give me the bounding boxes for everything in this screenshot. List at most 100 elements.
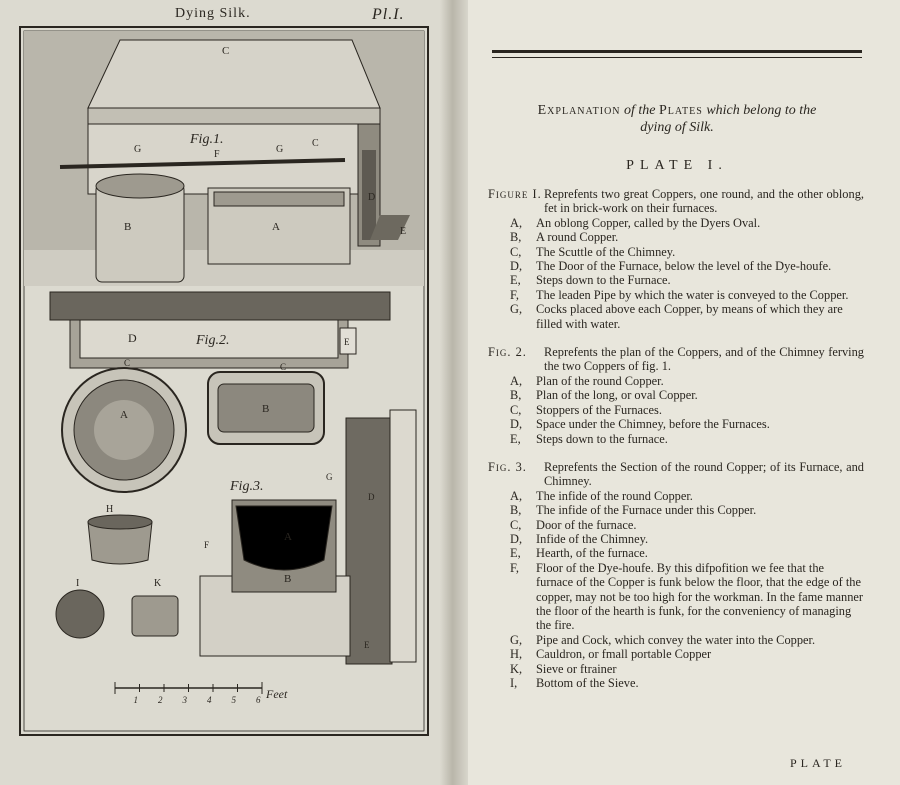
explanation-entries: Figure I.Reprefents two great Coppers, o… xyxy=(488,187,864,690)
legend-item: C,The Scuttle of the Chimney. xyxy=(488,245,864,259)
legend-letter: C, xyxy=(510,244,522,259)
legend-letter: D, xyxy=(510,259,523,274)
legend-item: D, Space under the Chimney, before the Fu… xyxy=(488,417,864,431)
legend-letter: D, xyxy=(510,417,523,432)
svg-text:B: B xyxy=(284,573,291,585)
svg-text:I: I xyxy=(76,578,79,589)
fig1-label-c: C xyxy=(222,45,229,57)
legend-item: A, An oblong Copper, called by the Dyers … xyxy=(488,216,864,230)
legend-item: F,Floor of the Dye-houfe. By this difpof… xyxy=(488,561,864,633)
top-rule-thick xyxy=(492,50,862,53)
text-page xyxy=(462,0,900,785)
catchword: PLATE xyxy=(790,756,846,770)
svg-text:G: G xyxy=(134,144,141,155)
legend-item: I, Bottom of the Sieve. xyxy=(488,676,864,690)
legend-text: The infide of the Furnace under this Cop… xyxy=(536,503,757,518)
legend-letter: I, xyxy=(510,676,518,690)
svg-text:D: D xyxy=(128,331,137,345)
figure-description: Reprefents the Section of the round Copp… xyxy=(544,459,864,489)
svg-text:H: H xyxy=(106,504,113,515)
legend-item: F, The leaden Pipe by which the water is … xyxy=(488,288,864,302)
legend-text: Plan of the long, or oval Copper. xyxy=(536,388,698,403)
legend-letter: A, xyxy=(510,488,523,503)
scale-unit: Feet xyxy=(265,687,288,701)
legend-text: Space under the Chimney, before the Furn… xyxy=(536,417,770,432)
scale-tick-label: 4 xyxy=(207,695,212,705)
legend-item: G,Pipe and Cock, which convey the water … xyxy=(488,633,864,647)
legend-text: Stoppers of the Furnaces. xyxy=(536,402,662,417)
legend-item: E, Steps down to the furnace. xyxy=(488,432,864,446)
svg-text:A: A xyxy=(120,409,128,421)
legend-letter: B, xyxy=(510,503,522,518)
legend-text: Sieve or ftrainer xyxy=(536,661,617,676)
legend-text: Infide of the Chimney. xyxy=(536,531,649,546)
svg-text:C: C xyxy=(312,138,319,149)
running-head: Dying Silk. xyxy=(175,6,251,21)
figure-entry: Fig. 2. Reprefents the plan of the Copper… xyxy=(488,345,864,374)
legend-letter: E, xyxy=(510,546,521,561)
legend-letter: F, xyxy=(510,287,519,302)
legend-text: Steps down to the furnace. xyxy=(536,431,668,446)
legend-item: B, A round Copper. xyxy=(488,230,864,244)
legend-letter: G, xyxy=(510,632,523,647)
plate-heading: PLATE I. xyxy=(626,158,728,173)
top-rule-thin xyxy=(492,57,862,58)
legend-letter: E, xyxy=(510,431,521,446)
legend-text: Cocks placed above each Copper, by means… xyxy=(536,302,843,331)
legend-item: B, Plan of the long, or oval Copper. xyxy=(488,388,864,402)
svg-text:D: D xyxy=(368,492,375,502)
legend-letter: D, xyxy=(510,531,523,546)
svg-text:E: E xyxy=(400,226,406,237)
svg-text:C: C xyxy=(280,362,286,372)
svg-text:E: E xyxy=(364,640,370,650)
scale-tick-label: 3 xyxy=(182,695,188,705)
legend-item: A,The infide of the round Copper. xyxy=(488,489,864,503)
legend-text: Door of the furnace. xyxy=(536,517,637,532)
chimney-hood xyxy=(87,39,381,109)
svg-text:B: B xyxy=(262,403,269,415)
figure-description: Reprefents the plan of the Coppers, and … xyxy=(544,345,864,374)
legend-text: Bottom of the Sieve. xyxy=(536,676,639,690)
figure-key: Figure I. xyxy=(488,187,542,201)
legend-item: B, The infide of the Furnace under this C… xyxy=(488,503,864,517)
svg-text:D: D xyxy=(368,192,375,203)
fig2-label: Fig.2. xyxy=(195,333,229,348)
legend-item: E, Steps down to the Furnace. xyxy=(488,273,864,287)
legend-letter: E, xyxy=(510,273,521,288)
svg-text:A: A xyxy=(272,221,280,233)
legend-letter: C, xyxy=(510,402,522,417)
figure-key: Fig. 2. xyxy=(488,345,527,360)
plate-number: Pl.I. xyxy=(372,6,405,23)
svg-text:A: A xyxy=(284,531,292,543)
legend-text: The leaden Pipe by which the water is co… xyxy=(536,287,849,302)
legend-item: E, Hearth, of the furnace. xyxy=(488,546,864,560)
legend-text: A round Copper. xyxy=(536,230,619,245)
svg-text:G: G xyxy=(326,472,333,482)
legend-letter: G, xyxy=(510,302,523,317)
fig1-label: Fig.1. xyxy=(189,132,223,147)
legend-item: A, Plan of the round Copper. xyxy=(488,374,864,388)
legend-letter: C, xyxy=(510,517,522,532)
legend-letter: A, xyxy=(510,215,523,230)
legend-letter: K, xyxy=(510,661,523,676)
figure-description: Reprefents two great Coppers, one round,… xyxy=(544,187,864,216)
legend-text: Plan of the round Copper. xyxy=(536,373,664,388)
legend-item: D, Infide of the Chimney. xyxy=(488,532,864,546)
legend-text: Steps down to the Furnace. xyxy=(536,273,671,288)
legend-letter: A, xyxy=(510,373,523,388)
book-gutter xyxy=(440,0,468,785)
svg-text:B: B xyxy=(124,221,131,233)
legend-item: G, Cocks placed above each Copper, by mea… xyxy=(488,302,864,331)
legend-text: Cauldron, or fmall portable Copper xyxy=(536,647,712,662)
legend-item: C, Stoppers of the Furnaces. xyxy=(488,403,864,417)
legend-text: The Door of the Furnace, below the level… xyxy=(536,259,832,274)
scale-tick-label: 2 xyxy=(158,695,163,705)
legend-letter: B, xyxy=(510,230,522,245)
scale-tick-label: 5 xyxy=(232,695,237,705)
legend-text: Hearth, of the furnace. xyxy=(536,546,648,561)
legend-text: An oblong Copper, called by the Dyers Ov… xyxy=(536,215,761,230)
legend-letter: B, xyxy=(510,388,522,403)
legend-letter: F, xyxy=(510,560,519,575)
